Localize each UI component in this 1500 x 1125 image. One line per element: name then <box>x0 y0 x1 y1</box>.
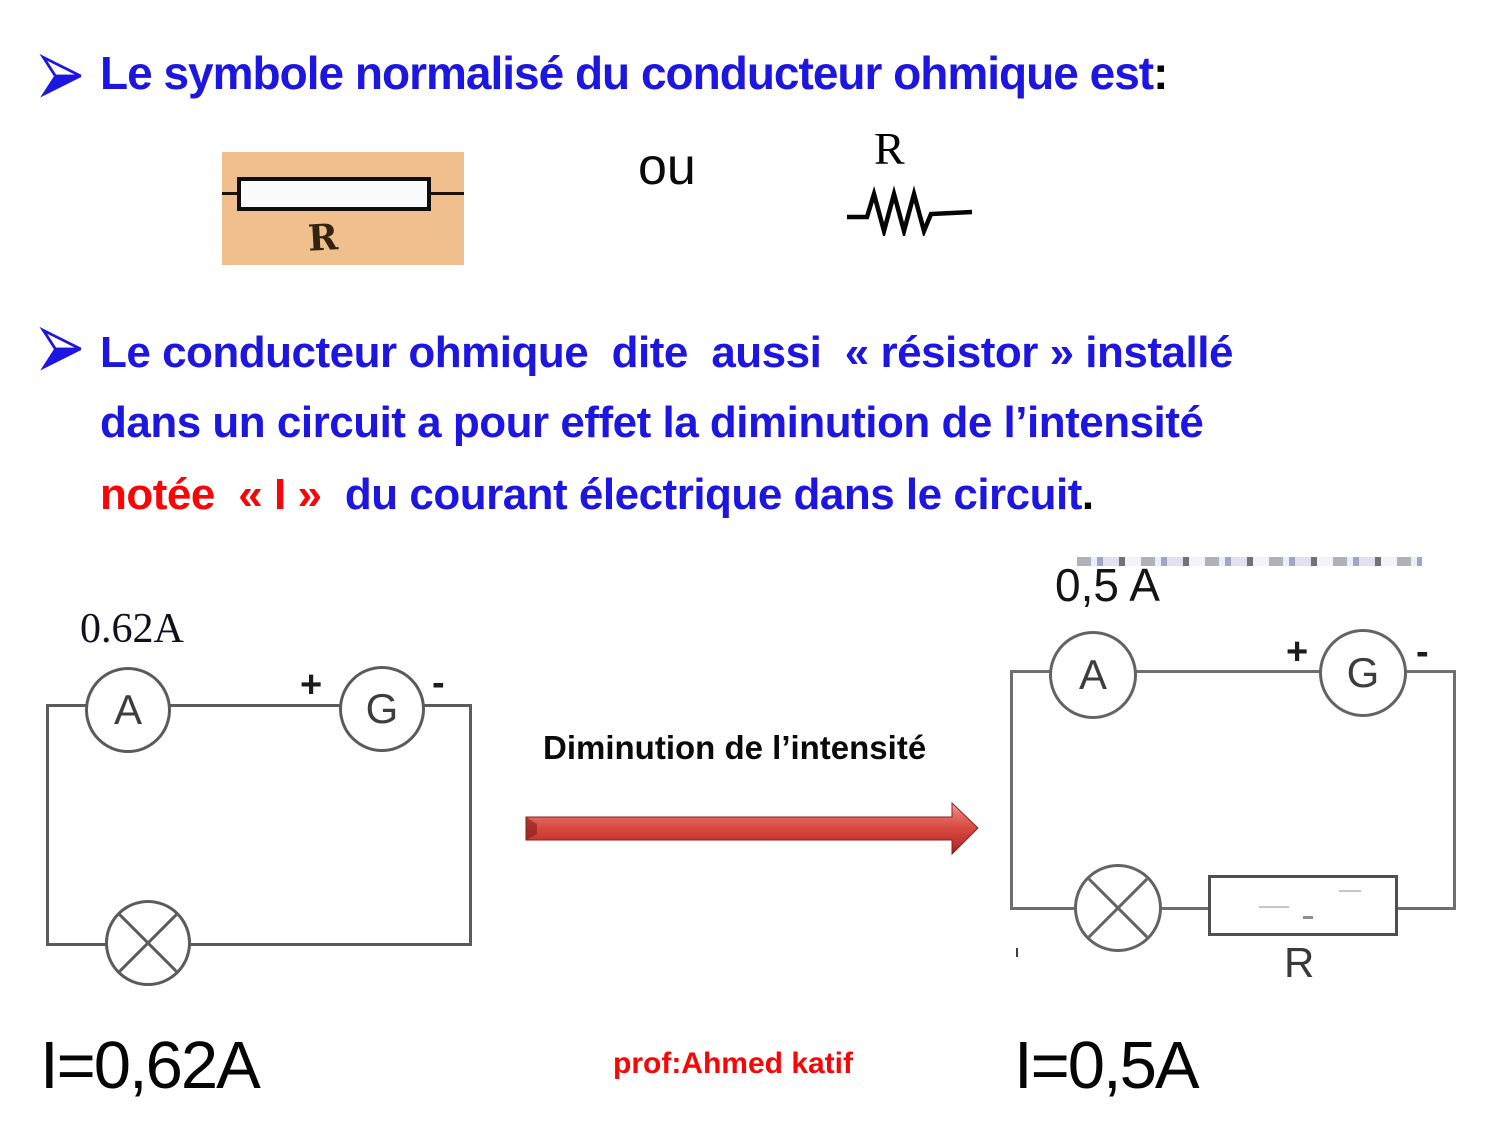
zigzag-resistor-label: R <box>874 123 905 174</box>
arrow-bullet-icon <box>39 54 82 98</box>
paragraph-line-2: dans un circuit a pour effet la diminuti… <box>100 398 1204 447</box>
screenshot-artifact-strip <box>1077 557 1422 566</box>
right-result-label: I=0,5A <box>1014 1028 1200 1103</box>
right-resistor-component <box>1208 875 1398 936</box>
right-generator: G <box>1319 629 1407 717</box>
red-arrow-icon <box>525 801 979 856</box>
right-current-label: 0,5 A <box>1055 559 1160 611</box>
left-result-label: I=0,62A <box>40 1028 261 1103</box>
left-ammeter: A <box>85 667 171 753</box>
compression-artifact <box>1303 916 1313 919</box>
title-colon: : <box>1153 47 1168 99</box>
right-generator-label: G <box>1346 649 1380 696</box>
compression-artifact <box>1339 890 1361 892</box>
left-plus-sign: + <box>300 664 323 706</box>
left-minus-sign: - <box>432 662 445 704</box>
zigzag-resistor-icon <box>847 185 973 236</box>
artifact-tick <box>1016 948 1018 957</box>
right-minus-sign: - <box>1416 631 1429 673</box>
paragraph-line-1: Le conducteur ohmique dite aussi « résis… <box>100 328 1233 377</box>
paragraph-line-3: notée « I » du courant électrique dans l… <box>100 473 1094 517</box>
page-title: Le symbole normalisé du conducteur ohmiq… <box>100 47 1168 99</box>
right-ammeter-label: A <box>1078 651 1107 698</box>
left-ammeter-label: A <box>113 686 142 733</box>
left-lamp-icon <box>105 900 191 986</box>
right-plus-sign: + <box>1286 631 1309 673</box>
left-generator: G <box>339 666 425 752</box>
transition-label: Diminution de l’intensité <box>543 729 927 766</box>
or-text: ou <box>638 138 696 196</box>
page-title-text: Le symbole normalisé du conducteur ohmiq… <box>100 47 1154 99</box>
resistor-box-illustration: R <box>222 152 464 265</box>
intensity-notation-red: notée « I » <box>100 470 322 519</box>
compression-artifact <box>1259 906 1289 908</box>
paragraph-period: . <box>1081 470 1094 519</box>
resistor-rectangle-symbol <box>237 177 431 211</box>
footer-credit: prof:Ahmed katif <box>613 1047 853 1080</box>
right-lamp-icon <box>1074 864 1162 952</box>
left-current-label: 0.62A <box>80 606 184 652</box>
arrow-bullet-icon <box>39 327 82 371</box>
right-resistor-label: R <box>1284 939 1315 986</box>
paragraph-line-3-blue: du courant électrique dans le circuit <box>321 470 1083 519</box>
left-circuit-wires <box>46 704 472 946</box>
right-ammeter: A <box>1049 631 1137 719</box>
left-generator-label: G <box>365 685 399 732</box>
resistor-box-label: R <box>306 216 340 260</box>
